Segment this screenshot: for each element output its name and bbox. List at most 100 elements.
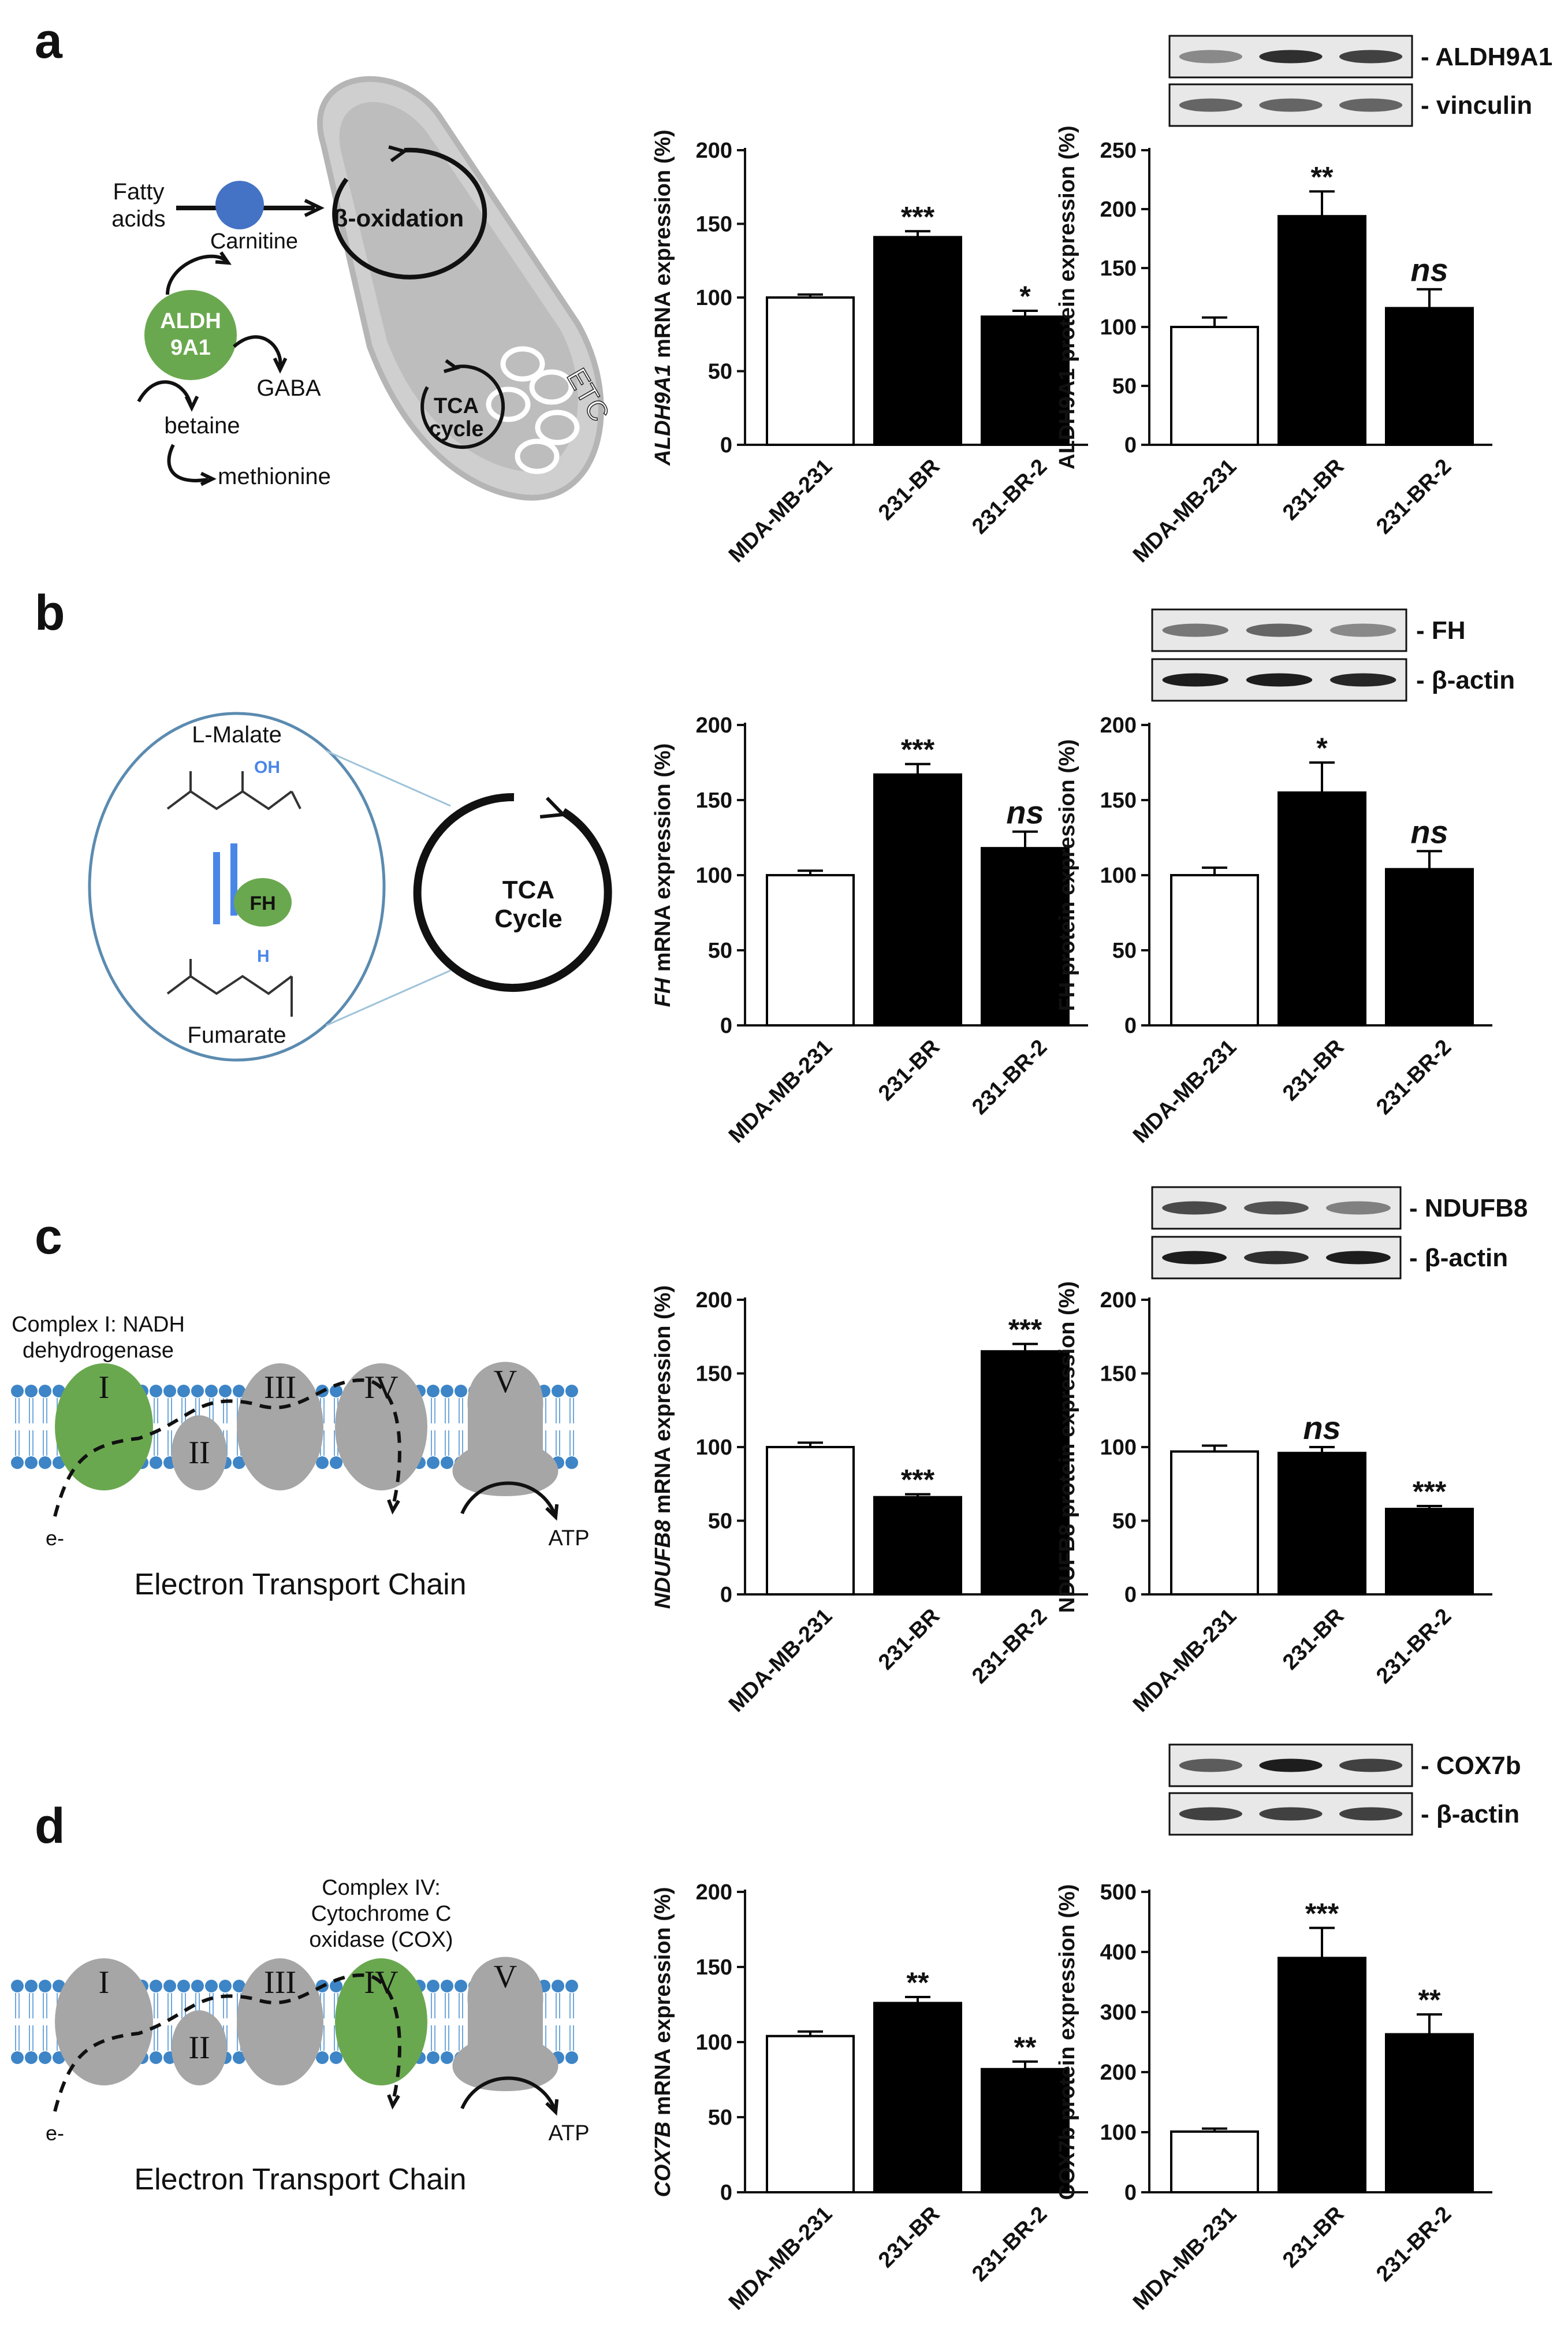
complex-I [55, 1363, 153, 1490]
panel-letter-c: c [35, 1209, 62, 1265]
complex-label-III: III [264, 1965, 296, 2000]
y-axis-label: NDUFB8 protein expression (%) [1055, 1281, 1079, 1613]
malate-bonds [189, 771, 301, 809]
blot-label: - NDUFB8 [1409, 1194, 1528, 1222]
lipid-head [205, 1385, 218, 1397]
y-tick-label: 200 [1100, 198, 1137, 222]
y-tick-label: 0 [1124, 1583, 1137, 1607]
fh-enzyme-label: FH [249, 893, 275, 914]
significance-label: ns [1410, 252, 1448, 288]
blot-band [1259, 1807, 1323, 1821]
significance-label: *** [901, 1464, 935, 1496]
fumarate-structure [166, 975, 293, 995]
complex-label-V: V [494, 1364, 517, 1400]
y-axis-label: ALDH9A1 protein expression (%) [1055, 125, 1079, 469]
lipid-head [163, 1385, 176, 1397]
lipid-head [25, 1385, 38, 1397]
lipid-head [163, 1980, 176, 1992]
complex-title-2: oxidase (COX) [309, 1928, 453, 1952]
complex-title-2: dehydrogenase [23, 1338, 174, 1363]
bar-231-BR-2 [981, 1350, 1070, 1596]
arrow-head [215, 251, 232, 265]
bar-231-BR [1278, 1452, 1366, 1596]
y-tick-label: 200 [696, 1288, 732, 1312]
zoom-line [326, 750, 451, 807]
category-label: 231-BR-2 [1372, 1035, 1456, 1120]
y-axis-label: NDUFB8 mRNA expression (%) [651, 1285, 675, 1609]
y-tick-label: 100 [696, 864, 732, 888]
category-label: MDA-MB-231 [724, 1604, 837, 1717]
y-axis-label-gene: NDUFB8 [651, 1519, 675, 1609]
bar-MDA-MB-231 [766, 296, 855, 446]
significance-label: ns [1303, 1410, 1340, 1446]
oh-label: OH [254, 758, 280, 777]
electron-path [53, 1973, 401, 2112]
lipid-head [455, 1385, 467, 1397]
lipid-head [441, 1385, 453, 1397]
y-tick-label: 100 [1100, 1436, 1137, 1460]
lipid-head [150, 2051, 162, 2064]
gaba-label: GABA [256, 375, 321, 401]
y-tick-label: 0 [720, 2181, 732, 2205]
curve-arrow [167, 444, 208, 482]
y-tick-label: 0 [1124, 1014, 1137, 1038]
y-tick-label: 150 [696, 789, 732, 813]
y-tick-label: 100 [1100, 315, 1137, 340]
lipid-head [11, 1980, 24, 1992]
western-blot-b: - FH- β-actin [1151, 608, 1515, 702]
complex-label-V: V [494, 1959, 517, 1995]
blot-band [1246, 673, 1313, 687]
bar-231-BR-2 [981, 2067, 1070, 2194]
lipid-head [552, 1980, 564, 1992]
category-label: 231-BR [874, 1035, 944, 1106]
y-axis-label-text: mRNA expression (%) [651, 129, 675, 364]
significance-label: ** [1418, 1984, 1441, 2016]
lipid-head [565, 1385, 578, 1397]
atp-arrow [460, 1481, 556, 1515]
crista [529, 369, 574, 405]
lipid-head [205, 1980, 218, 1992]
y-tick-label: 100 [1100, 2121, 1137, 2145]
lipid-head [25, 1456, 38, 1469]
arrow-head [273, 357, 288, 374]
panel-letter-d: d [35, 1798, 65, 1854]
y-tick-label: 200 [696, 713, 732, 738]
lipid-head [233, 2051, 245, 2064]
arrow-head [444, 359, 460, 373]
y-tick-label: 100 [696, 2031, 732, 2055]
lipid-head [565, 1456, 578, 1469]
etc-caption: Electron Transport Chain [134, 2163, 466, 2196]
lipid-head [565, 2051, 578, 2064]
arrow-head [184, 395, 199, 412]
blot-band [1179, 1758, 1242, 1772]
fatty-acids-label-2: acids [111, 206, 165, 232]
category-label: 231-BR [1278, 2202, 1349, 2273]
lipid-head [177, 1385, 190, 1397]
y-tick-label: 100 [696, 286, 732, 310]
blot-band [1326, 1201, 1391, 1215]
blot-label: - COX7b [1421, 1752, 1521, 1780]
y-axis-label-text: ALDH9A1 protein expression (%) [1055, 125, 1079, 469]
lipid-head [233, 1980, 245, 1992]
bar-231-BR [1278, 215, 1366, 446]
lipid-head [150, 1385, 162, 1397]
blot-band [1179, 50, 1242, 64]
blot-band [1259, 50, 1323, 64]
y-tick-label: 50 [1112, 374, 1137, 399]
lipid-head [565, 1980, 578, 1992]
lipid-head [150, 1980, 162, 1992]
y-tick-label: 0 [1124, 433, 1137, 458]
bar-MDA-MB-231 [766, 2035, 855, 2194]
blot-band [1244, 1201, 1309, 1215]
lipid-head [11, 2051, 24, 2064]
blot-label: - β-actin [1409, 1244, 1508, 1272]
y-tick-label: 50 [1112, 939, 1137, 963]
y-tick-label: 150 [1100, 256, 1137, 281]
blot-band [1162, 673, 1228, 687]
category-label: 231-BR-2 [1372, 2202, 1456, 2286]
bar-MDA-MB-231 [766, 874, 855, 1027]
